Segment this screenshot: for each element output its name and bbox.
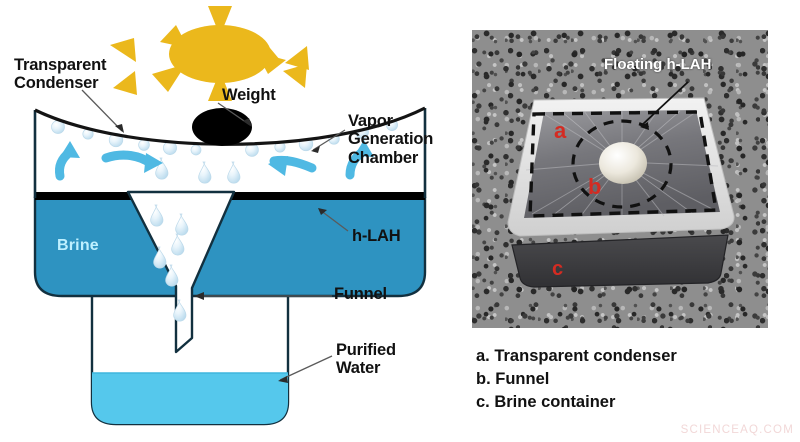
schematic-panel: Transparent Condenser Weight Vapor Gener… (14, 6, 434, 426)
photo-marker-b: b (588, 174, 601, 199)
label-purified-water: Purified Water (336, 341, 396, 378)
photo-marker-c: c (552, 258, 563, 280)
solar-still-schematic-svg (33, 6, 427, 426)
weight-mass (192, 108, 252, 146)
leader-lines (81, 89, 349, 381)
funnel-shape (126, 190, 236, 354)
brine-container-body (512, 235, 728, 287)
watermark: SCIENCEAQ.COM (680, 424, 794, 436)
label-funnel: Funnel (334, 285, 387, 303)
floating-h-lah-dashed-outline (528, 110, 718, 218)
floating-h-lah-arrowhead (640, 122, 649, 130)
photo-marker-a: a (554, 118, 567, 143)
falling-droplets (155, 157, 241, 184)
leader-arrowheads (115, 118, 327, 383)
legend-item-b: b. Funnel (476, 369, 550, 388)
sun-disc (169, 25, 271, 83)
brine-region (33, 196, 427, 298)
photo-overlay-svg: a b c (507, 81, 735, 288)
sun-icon (110, 6, 309, 101)
label-brine: Brine (57, 237, 99, 254)
photo-legend: a. Transparent condenser b. Funnel c. Br… (476, 345, 677, 413)
brine-container-outline (511, 234, 729, 288)
floating-h-lah-annotation: Floating h-LAH (604, 56, 712, 73)
label-weight: Weight (222, 86, 276, 104)
legend-item-a: a. Transparent condenser (476, 347, 677, 365)
vapor-flow-arrowheads (60, 140, 374, 176)
label-vapor-generation-chamber: Vapor Generation Chamber (348, 112, 434, 167)
label-transparent-condenser: Transparent Condenser (14, 56, 107, 93)
legend-item-c: c. Brine container (476, 392, 616, 411)
purified-water-fill (92, 373, 288, 424)
weight-ball (599, 142, 647, 184)
funnel-dashed-outline (571, 119, 673, 209)
floating-h-lah-leader-line (641, 81, 689, 126)
device-photograph: a b c Floating h-LAH (472, 30, 768, 328)
funnel-droplets (150, 204, 189, 322)
label-h-lah: h-LAH (352, 227, 401, 245)
photograph-panel: a b c Floating h-LAH a. Transparent cond… (460, 0, 800, 442)
